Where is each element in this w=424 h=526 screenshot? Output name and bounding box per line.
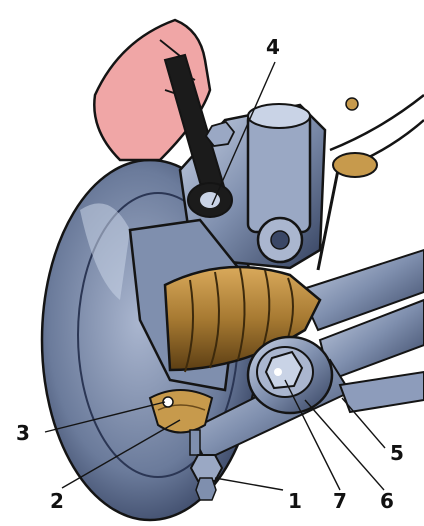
knuckle-bolt	[204, 120, 236, 147]
leader-line-7	[284, 379, 341, 491]
callout-3: 3	[16, 421, 30, 445]
callout-1: 1	[288, 489, 302, 513]
ball-joint	[148, 389, 214, 434]
leader-line-1	[214, 477, 284, 491]
leader-line-3	[44, 401, 166, 433]
callout-6: 6	[380, 489, 394, 513]
callout-5: 5	[390, 441, 404, 465]
suspension-mount	[246, 335, 334, 415]
nut	[264, 350, 304, 390]
hand-holding-wrench	[93, 18, 233, 218]
callout-7: 7	[333, 489, 347, 513]
leader-line-6	[304, 399, 385, 491]
brake-hose	[316, 94, 424, 271]
bolt	[189, 429, 224, 501]
leader-line-5	[341, 397, 386, 449]
callout-4: 4	[266, 35, 280, 59]
callout-2: 2	[50, 489, 64, 513]
leader-line-4	[211, 61, 276, 206]
cv-joint-boot	[163, 265, 322, 373]
callouts: 4 3 2 1 7 6 5	[16, 35, 404, 513]
leader-line-2	[61, 419, 181, 489]
leader-lines	[44, 61, 386, 491]
